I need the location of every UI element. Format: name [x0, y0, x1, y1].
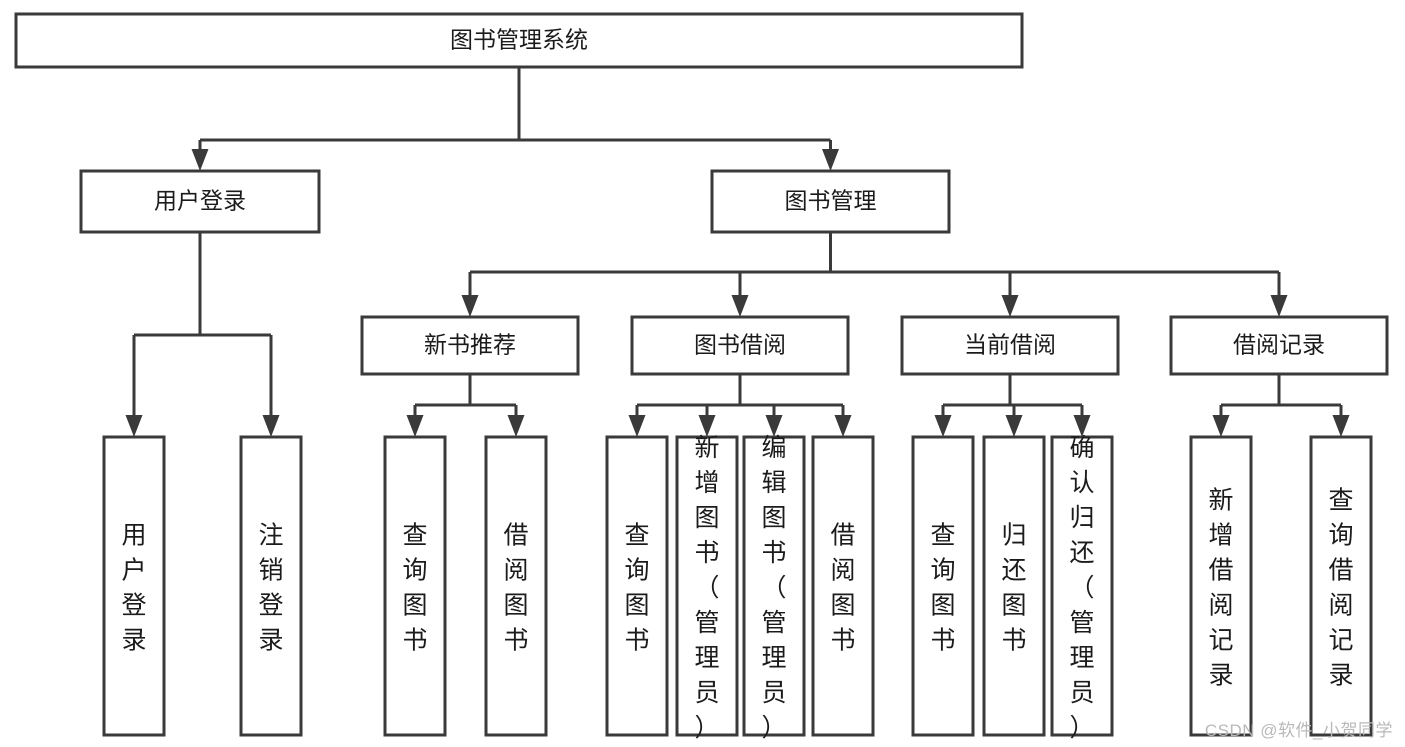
node-label-leaf-borrow-lend: 借阅图书 — [830, 521, 855, 654]
node-label-leaf-rec-add: 新增借阅记录 — [1208, 486, 1233, 689]
node-label-leaf-rec-borrow: 借阅图书 — [503, 521, 528, 654]
connector-book-borrow — [628, 374, 852, 437]
connector-root — [191, 67, 839, 171]
node-label-leaf-user-login: 用户登录 — [121, 521, 146, 654]
node-leaf-cur-confirm[interactable]: 确认归还（管理员） — [1050, 434, 1114, 742]
node-leaf-borrow-edit[interactable]: 编辑图书（管理员） — [742, 434, 806, 742]
node-box-leaf-rec-borrow — [484, 435, 548, 737]
node-box-leaf-user-logout — [239, 435, 303, 737]
node-borrow-record[interactable]: 借阅记录 — [1169, 315, 1389, 376]
node-label-borrow-record: 借阅记录 — [1233, 332, 1325, 358]
node-box-book-borrow — [630, 315, 850, 376]
node-leaf-rec-query[interactable]: 查询图书 — [383, 435, 447, 737]
node-box-leaf-borrow-query — [605, 435, 669, 737]
node-label-new-book-rec: 新书推荐 — [424, 332, 516, 358]
nodes-layer: 图书管理系统用户登录图书管理新书推荐图书借阅当前借阅借阅记录用户登录注销登录查询… — [14, 12, 1389, 742]
node-leaf-cur-query[interactable]: 查询图书 — [911, 435, 975, 737]
node-box-leaf-cur-return — [982, 435, 1046, 737]
node-box-user-login — [79, 169, 321, 234]
node-root[interactable]: 图书管理系统 — [14, 12, 1024, 69]
connector-borrow-record — [1212, 374, 1350, 437]
node-label-leaf-borrow-edit: 编辑图书（管理员） — [761, 434, 786, 742]
node-box-leaf-rec-add — [1189, 435, 1253, 737]
node-label-leaf-rec-query: 查询图书 — [402, 521, 427, 654]
connector-current-borrow — [934, 374, 1091, 437]
connector-book-manage — [461, 232, 1288, 317]
node-leaf-user-login[interactable]: 用户登录 — [102, 435, 166, 737]
node-label-leaf-cur-confirm: 确认归还（管理员） — [1069, 434, 1094, 742]
node-box-leaf-borrow-add — [675, 435, 739, 737]
node-leaf-user-logout[interactable]: 注销登录 — [239, 435, 303, 737]
node-label-leaf-user-logout: 注销登录 — [258, 521, 283, 654]
node-leaf-borrow-query[interactable]: 查询图书 — [605, 435, 669, 737]
node-leaf-rec-search[interactable]: 查询借阅记录 — [1309, 435, 1373, 737]
connector-new-book-rec — [406, 374, 525, 437]
node-label-book-borrow: 图书借阅 — [694, 332, 786, 358]
node-box-book-manage — [710, 169, 951, 234]
node-label-book-manage: 图书管理 — [785, 188, 877, 214]
node-label-leaf-rec-search: 查询借阅记录 — [1328, 486, 1353, 689]
watermark-label: CSDN @软件_小贺同学 — [1204, 721, 1393, 740]
node-book-borrow[interactable]: 图书借阅 — [630, 315, 850, 376]
node-box-current-borrow — [900, 315, 1120, 376]
node-box-leaf-borrow-lend — [811, 435, 875, 737]
connector-user-login — [125, 232, 280, 437]
node-box-leaf-cur-confirm — [1050, 435, 1114, 737]
node-box-root — [14, 12, 1024, 69]
node-box-leaf-rec-search — [1309, 435, 1373, 737]
node-new-book-rec[interactable]: 新书推荐 — [360, 315, 580, 376]
node-label-user-login: 用户登录 — [154, 188, 246, 214]
node-book-manage[interactable]: 图书管理 — [710, 169, 951, 234]
node-box-leaf-rec-query — [383, 435, 447, 737]
node-leaf-borrow-add[interactable]: 新增图书（管理员） — [675, 434, 739, 742]
node-label-leaf-cur-return: 归还图书 — [1001, 521, 1026, 654]
node-label-current-borrow: 当前借阅 — [964, 332, 1056, 358]
node-user-login[interactable]: 用户登录 — [79, 169, 321, 234]
node-box-leaf-borrow-edit — [742, 435, 806, 737]
node-box-borrow-record — [1169, 315, 1389, 376]
node-box-leaf-cur-query — [911, 435, 975, 737]
node-label-leaf-borrow-add: 新增图书（管理员） — [694, 434, 719, 742]
node-leaf-rec-borrow[interactable]: 借阅图书 — [484, 435, 548, 737]
node-leaf-rec-add[interactable]: 新增借阅记录 — [1189, 435, 1253, 737]
node-label-root: 图书管理系统 — [450, 27, 588, 53]
node-label-leaf-cur-query: 查询图书 — [930, 521, 955, 654]
connectors-layer — [125, 67, 1350, 437]
node-box-new-book-rec — [360, 315, 580, 376]
node-leaf-borrow-lend[interactable]: 借阅图书 — [811, 435, 875, 737]
node-leaf-cur-return[interactable]: 归还图书 — [982, 435, 1046, 737]
node-current-borrow[interactable]: 当前借阅 — [900, 315, 1120, 376]
node-label-leaf-borrow-query: 查询图书 — [624, 521, 649, 654]
node-box-leaf-user-login — [102, 435, 166, 737]
